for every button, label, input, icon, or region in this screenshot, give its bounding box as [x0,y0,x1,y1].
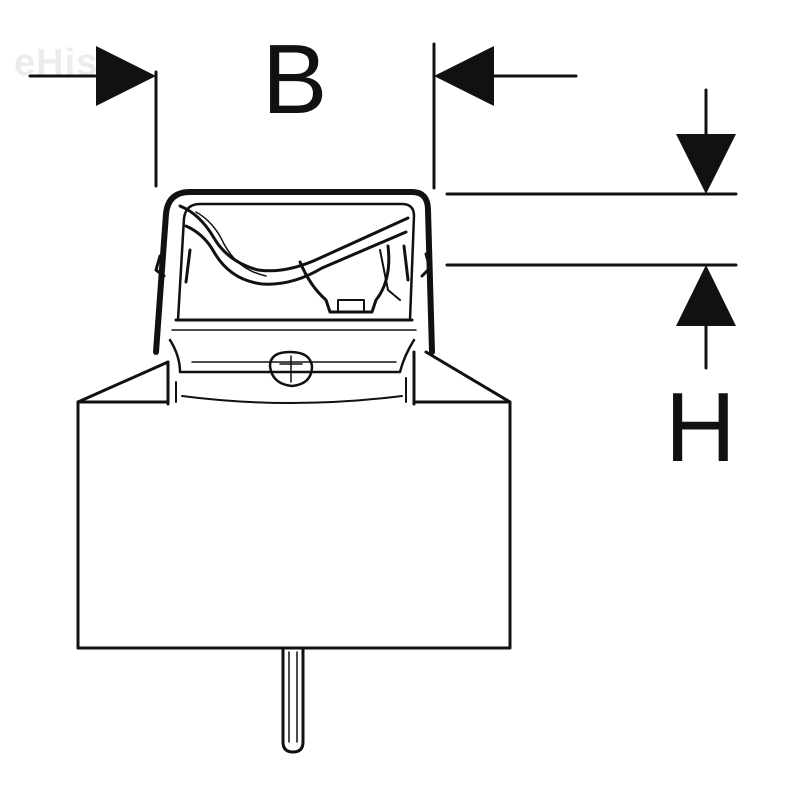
top-cap [153,189,435,406]
cap-inner-outline [176,202,416,322]
body-box-outline [76,400,512,650]
arrowhead-down-icon [676,134,736,194]
pin-outline [281,646,305,754]
lever-outline-lower [184,224,408,286]
knob-grip-lines [279,355,303,383]
valve-core-outline [298,244,391,314]
base-body [76,350,512,650]
valve-core-detail [337,299,365,311]
bottom-pin [281,646,305,754]
arrowhead-right-icon [96,46,156,106]
body-shoulder-left [76,360,170,404]
width-dimension-label: B [262,24,328,134]
valve-side-detail [379,249,401,301]
arrowhead-left-icon [434,46,494,106]
lever-outline-upper [178,204,410,273]
skirt-inner-edges [175,377,407,403]
left-clip [154,248,192,284]
arrowhead-up-icon [676,265,736,326]
width-dimension [28,42,578,190]
height-dimension-label: H [665,372,736,482]
right-clip [402,244,432,282]
center-knob [268,350,314,388]
cap-outer-outline [153,189,435,355]
body-shoulder-right [424,350,512,404]
lever-inner-line [195,211,267,277]
cap-collar [168,338,416,374]
height-dimension [445,88,738,370]
skirt-bottom-curve [181,395,403,404]
